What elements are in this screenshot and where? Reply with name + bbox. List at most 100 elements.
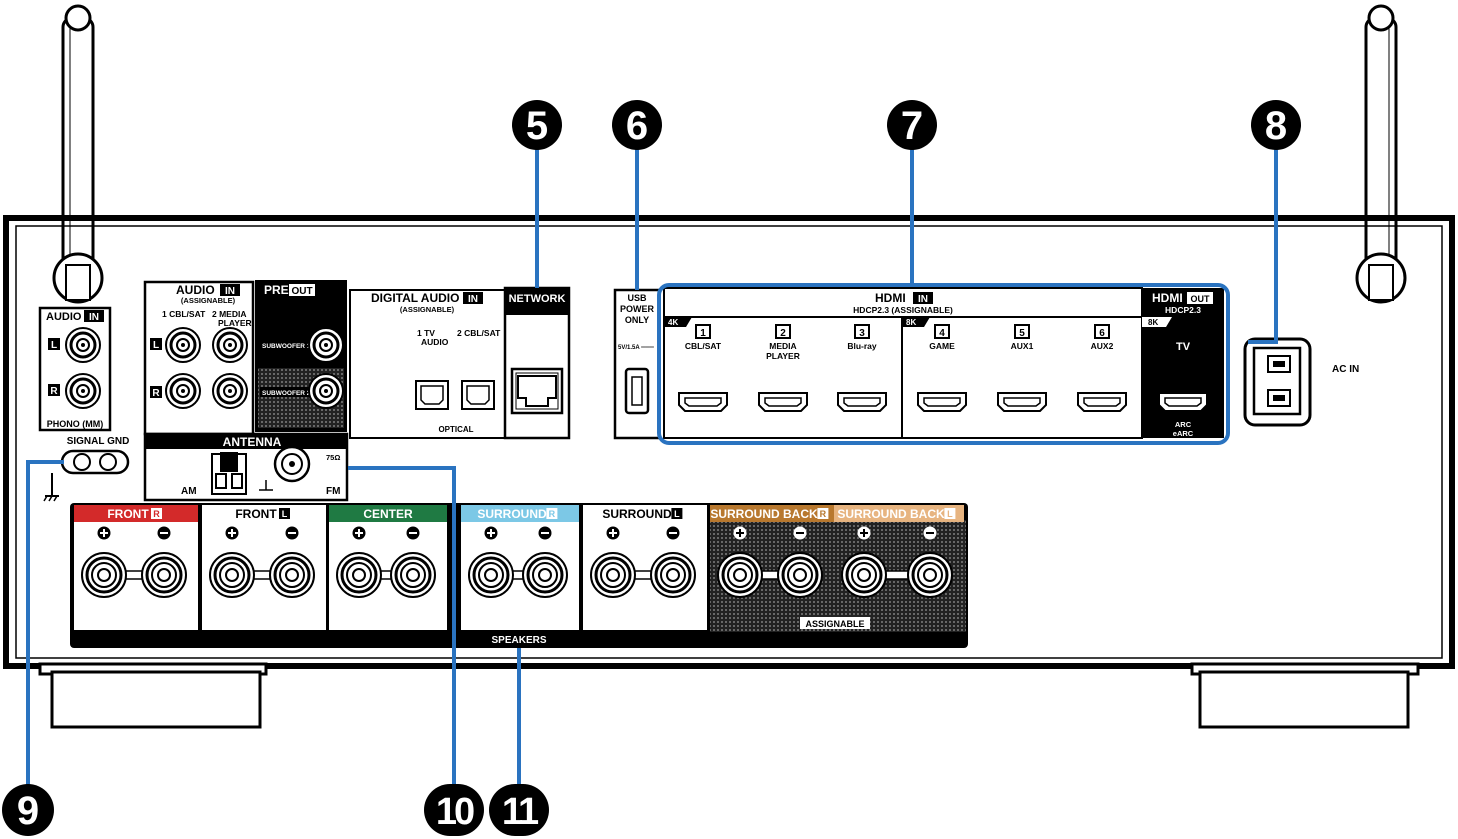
hdmi-out-tv-label: TV — [1176, 341, 1191, 353]
callout-number: 6 — [626, 104, 648, 148]
subwoofer1-jack[interactable] — [307, 326, 345, 364]
speaker-terminal-minus[interactable] — [389, 551, 437, 599]
speaker-terminal-plus[interactable] — [840, 551, 888, 599]
speaker-side-box — [817, 508, 829, 519]
speaker-terminal-minus[interactable] — [906, 551, 954, 599]
network-label: NETWORK — [509, 293, 566, 305]
speaker-terminal-plus[interactable] — [208, 551, 256, 599]
subwoofer2-label: SUBWOOFER 2 — [262, 390, 311, 397]
pre-out-title: PRE — [264, 283, 289, 297]
speaker-channel-name: FRONT — [107, 507, 149, 521]
hdmi-panel: HDMI IN HDCP2.3 (ASSIGNABLE) 4K 8K 1CBL/… — [663, 287, 1224, 439]
hdmi-port-number-box — [1014, 324, 1030, 339]
hdmi-in-port[interactable] — [1077, 392, 1127, 412]
speaker-channel: FRONT R — [74, 505, 198, 630]
subwoofer1-label: SUBWOOFER 1 — [262, 343, 311, 350]
hdmi-port-number-box — [1094, 324, 1110, 339]
callout-badge-bg — [1251, 100, 1301, 150]
speaker-terminal-plus[interactable] — [335, 551, 383, 599]
hdmi-port-number: 2 — [780, 328, 786, 339]
usb-panel: USB POWER ONLY 5V/1.5A ═══ — [613, 288, 661, 440]
usb-label-2: POWER — [620, 304, 655, 314]
callout-badge-bg — [512, 100, 562, 150]
hdmi-in-port[interactable] — [997, 392, 1047, 412]
cblsat-jack-r[interactable] — [164, 372, 202, 410]
callout-badge-bg — [612, 100, 662, 150]
network-panel: NETWORK — [503, 286, 571, 440]
antenna-am-label: AM — [181, 486, 197, 497]
leader-9 — [26, 460, 64, 790]
callout-8: 8 — [1251, 100, 1301, 150]
hdmi-highlight-frame — [657, 283, 1230, 445]
speaker-channel-name: SURROUND — [602, 507, 672, 521]
ac-in: AC IN — [1243, 337, 1359, 427]
speaker-terminal-minus[interactable] — [268, 551, 316, 599]
speaker-channel: CENTER — [329, 505, 447, 630]
speaker-channel-header — [710, 505, 834, 522]
speaker-terminal-minus[interactable] — [140, 551, 188, 599]
mediaplayer-jack-r[interactable] — [211, 372, 249, 410]
audio-in-assign-col2b: PLAYER — [218, 318, 252, 328]
optical2-jack[interactable] — [461, 380, 495, 410]
hdmi-in-port[interactable] — [917, 392, 967, 412]
foot-left — [38, 662, 268, 729]
lan-port[interactable] — [515, 372, 559, 410]
antenna-fm-label: FM — [326, 486, 340, 497]
hdmi-port-number: 6 — [1099, 328, 1105, 339]
hdmi-port-number-box — [775, 324, 791, 339]
callout-number: 10 — [436, 791, 474, 833]
antenna-right — [1355, 4, 1407, 304]
phono-jack-r[interactable] — [64, 372, 102, 410]
usb-port[interactable] — [624, 367, 650, 415]
hdmi-in-port[interactable] — [678, 392, 728, 412]
hdmi-out-arc: ARC — [1175, 420, 1192, 429]
speaker-side-label: R — [153, 509, 160, 519]
hdmi-in-title: HDMI — [875, 291, 906, 305]
callout-number: 9 — [17, 789, 39, 833]
speaker-terminal-plus[interactable] — [467, 551, 515, 599]
assign-label-l: L — [153, 340, 159, 351]
subwoofer2-jack[interactable] — [307, 372, 345, 410]
callout-11: 11 — [489, 784, 549, 836]
speaker-side-box — [546, 508, 558, 519]
audio-in-assign-badge: IN — [225, 286, 235, 297]
callout-number: 8 — [1265, 104, 1287, 148]
usb-rating: 5V/1.5A ═══ — [618, 345, 655, 351]
speaker-terminal-minus[interactable] — [776, 551, 824, 599]
optical1-sub: AUDIO — [421, 337, 449, 347]
phono-jack-l[interactable] — [64, 326, 102, 364]
hdmi-out-port[interactable] — [1158, 392, 1208, 412]
signal-gnd-label: SIGNAL GND — [67, 436, 130, 447]
phono-label-l: L — [51, 340, 57, 351]
antenna-left — [52, 4, 104, 304]
speakers-label: SPEAKERS — [491, 635, 546, 646]
speaker-terminal-minus[interactable] — [649, 551, 697, 599]
speaker-channel-name: SURROUND BACK — [710, 507, 818, 521]
speaker-terminal-plus[interactable] — [589, 551, 637, 599]
speaker-terminal-plus[interactable] — [716, 551, 764, 599]
hdmi-in-badge: IN — [918, 294, 928, 305]
antenna-ohm-label: 75Ω — [326, 453, 340, 462]
speaker-terminal-minus[interactable] — [521, 551, 569, 599]
mediaplayer-jack-l[interactable] — [211, 326, 249, 364]
cblsat-jack-l[interactable] — [164, 326, 202, 364]
callout-7: 7 — [887, 100, 937, 150]
hdmi-in-port[interactable] — [758, 392, 808, 412]
phono-mm-label: PHONO (MM) — [47, 419, 104, 429]
speaker-terminal-plus[interactable] — [80, 551, 128, 599]
audio-in-phono-title: AUDIO — [46, 311, 82, 323]
optical1-jack[interactable] — [415, 380, 449, 410]
hdmi-in-port[interactable] — [837, 392, 887, 412]
leader-8 — [1248, 140, 1278, 344]
hdmi-port-number: 5 — [1019, 328, 1025, 339]
antenna-panel: ANTENNA AM 75Ω FM — [143, 432, 349, 502]
hdmi-port-number-box — [854, 324, 870, 339]
leader-lines — [26, 140, 1278, 790]
